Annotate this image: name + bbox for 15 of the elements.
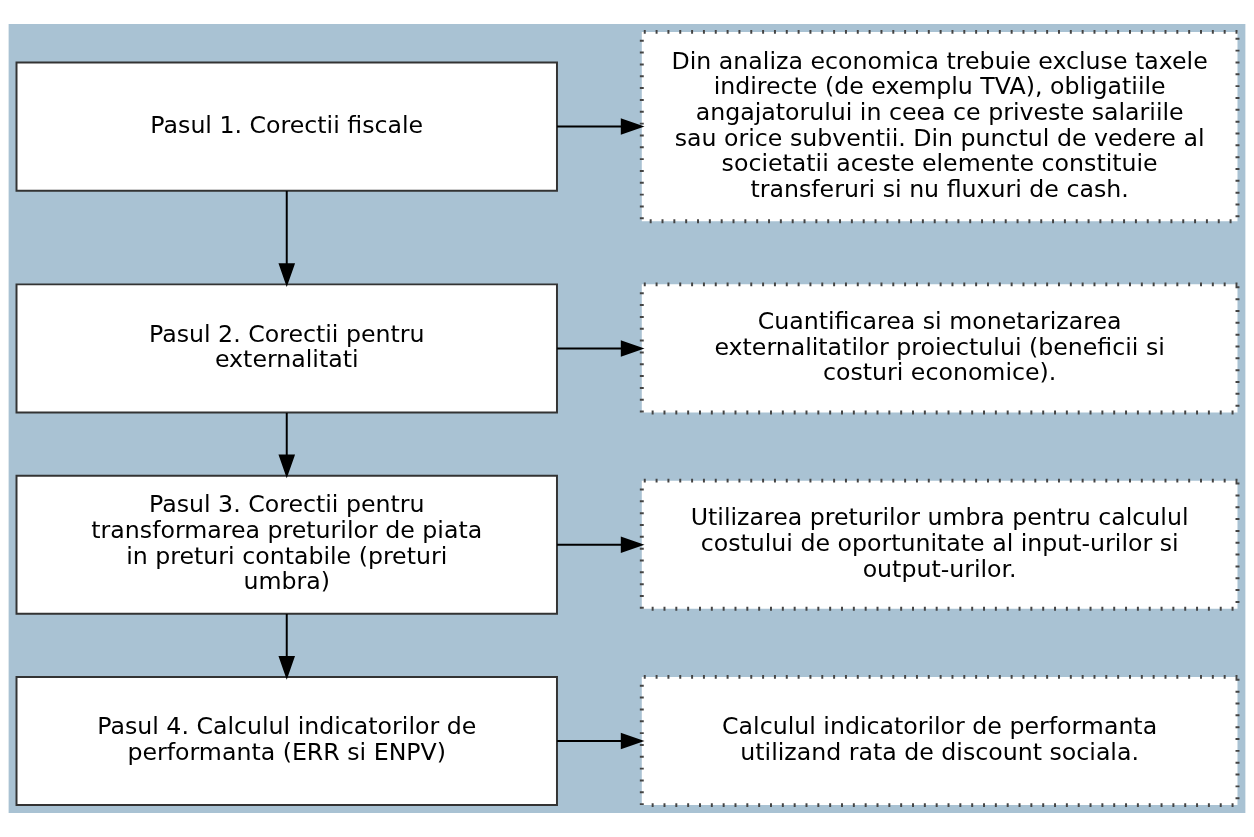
arrow [278,613,296,680]
node-box: Utilizarea preturilor umbra pentru calculul costului de oportunitate al input-urilor si output-urilor. [639,478,1240,611]
node-box: Pasul 3. Corectii pentru transformarea preturilor de piata in preturi contabile (preturi umbra) [15,474,558,615]
node-box: Pasul 4. Calculul indicatorilor de performanta (ERR si ENPV) [15,675,558,807]
arrow [278,190,296,287]
node-box: Din analiza economica trebuie excluse taxele indirecte (de exemplu TVA), obligatiile angajatorului in ceea ce priveste salariile sau orice subventii. Din punctul de vedere al societatii aceste elemente constituie transferuri si nu fluxuri de cash. [639,29,1240,224]
node-box: Pasul 2. Corectii pentru externalitati [15,283,558,414]
node-box: Calculul indicatorilor de performanta utilizand rata de discount sociala. [639,674,1240,808]
arrow [556,340,645,357]
node-box: Pasul 1. Corectii fiscale [15,61,558,192]
arrow [556,732,645,750]
arrow [278,411,296,479]
arrow [556,536,645,554]
node-box: Cuantificarea si monetarizarea externalitatilor proiectului (beneficii si costuri economice). [639,282,1240,415]
arrow [556,118,645,135]
